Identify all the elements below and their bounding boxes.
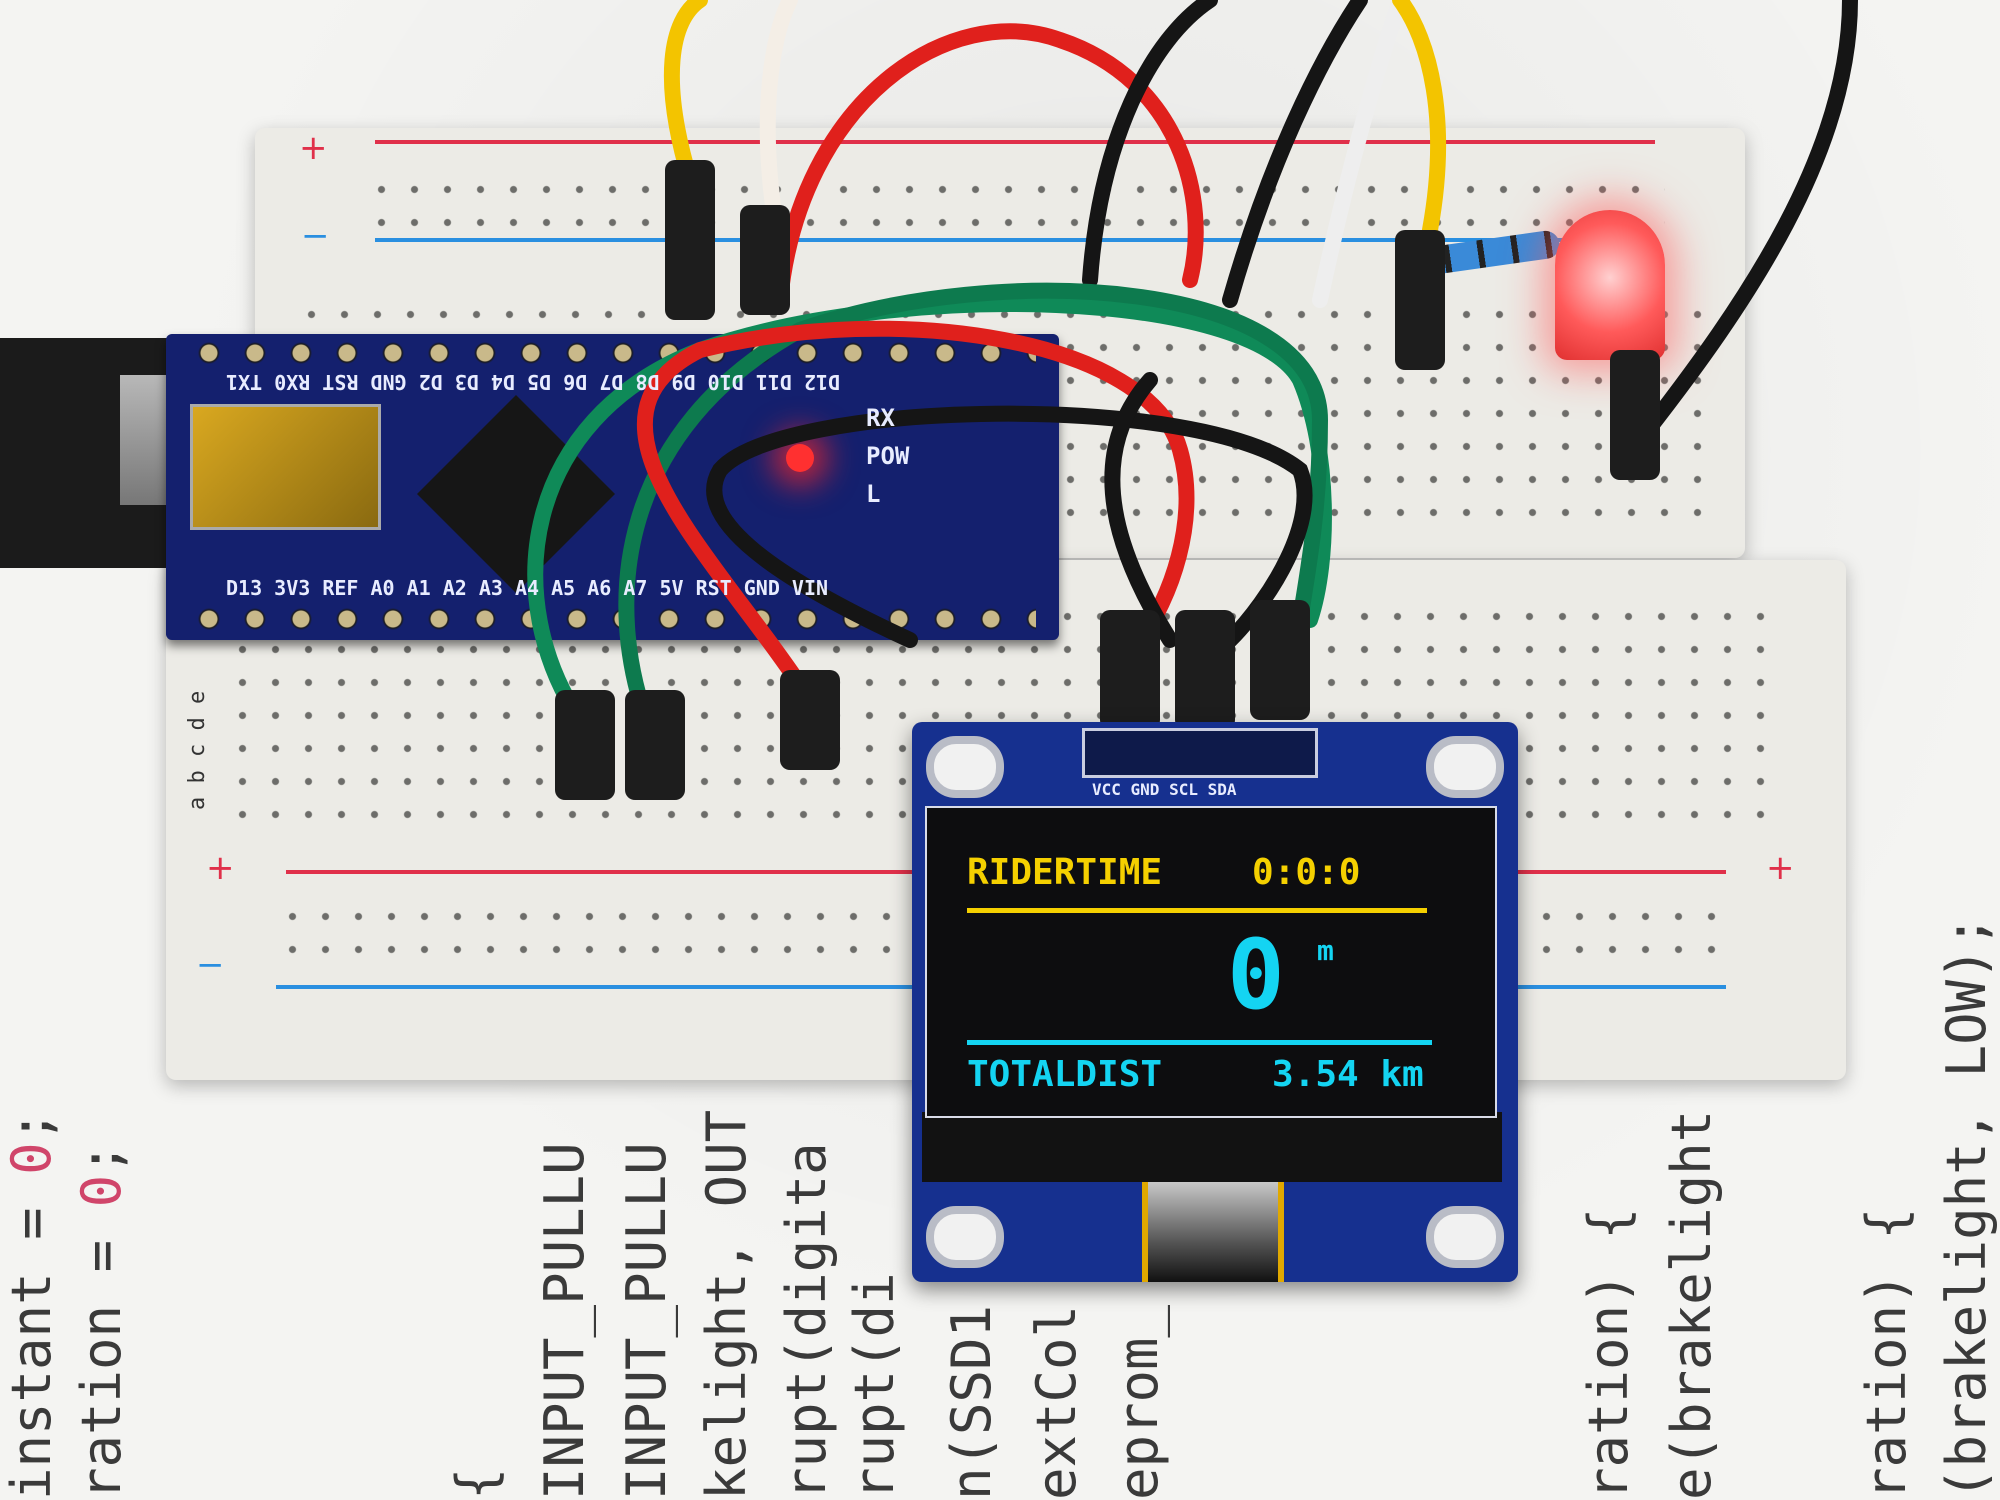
bottom-pin-labels: D13 3V3 REF A0 A1 A2 A3 A4 A5 A6 A7 5V R…: [226, 576, 829, 600]
code-line: (brakelight, LOW);: [1935, 914, 1998, 1500]
mounting-hole: [1426, 1206, 1504, 1268]
code-line: INPUT_PULLU: [615, 1142, 678, 1500]
code-line: rupt(digita: [775, 1142, 838, 1500]
wire-connector: [1100, 610, 1160, 730]
wire-connector: [665, 160, 715, 320]
wire-black: [706, 405, 1313, 648]
power-led-glow: [786, 444, 814, 472]
top-pin-row: [186, 338, 1036, 368]
yellow-divider: [967, 908, 1427, 913]
code-line: ration = 0;: [70, 1142, 133, 1500]
wire-connector: [1610, 350, 1660, 480]
minus-label: −: [196, 945, 225, 985]
header-pin-labels: VCC GND SCL SDA: [1092, 780, 1237, 799]
wire-black: [1104, 372, 1178, 648]
current-distance-value: 0: [1227, 919, 1285, 1031]
wire-black: [1632, 0, 1858, 448]
wire-yellow: [663, 0, 708, 188]
mounting-hole: [1426, 736, 1504, 798]
wire-connector: [740, 205, 790, 315]
wire-white: [1312, 0, 1408, 308]
cyan-divider: [967, 1040, 1432, 1045]
mini-usb-connector: [190, 404, 381, 530]
plus-label: +: [299, 128, 328, 168]
code-line: rupt(di: [843, 1272, 906, 1500]
wire-connector: [555, 690, 615, 800]
minus-label: −: [301, 216, 330, 256]
code-line: instant = 0;: [0, 1109, 63, 1500]
rx-label: RX: [866, 404, 895, 432]
code-line: INPUT_PULLU: [533, 1142, 596, 1500]
arduino-nano: D12 D11 D10 D9 D8 D7 D6 D5 D4 D3 D2 GND …: [166, 334, 1059, 640]
header-pins: [1082, 728, 1318, 778]
rail-holes: [365, 173, 1665, 239]
ridertime-label: RIDERTIME: [967, 852, 1163, 893]
wire-green: [618, 282, 1329, 738]
current-distance-unit: m: [1317, 934, 1334, 967]
code-line: ration) {: [1855, 1207, 1918, 1500]
l-label: L: [866, 480, 881, 508]
wire-connector: [625, 690, 685, 800]
wire-red: [636, 320, 1195, 708]
plus-label: +: [1766, 848, 1795, 888]
wire-connector: [1175, 610, 1235, 730]
red-led: [1555, 210, 1665, 360]
wire-connector: [780, 670, 840, 770]
code-line: n(SSD1: [940, 1304, 1003, 1500]
code-line: e(brakelight: [1660, 1109, 1723, 1500]
wire-white: [759, 0, 798, 228]
plus-label: +: [206, 848, 235, 888]
code-line: {: [445, 1467, 508, 1500]
code-line: kelight, OUT: [695, 1109, 758, 1500]
pow-label: POW: [866, 442, 910, 470]
wire-connector: [1395, 230, 1445, 370]
display-glass-edge: [922, 1112, 1502, 1182]
totaldist-label: TOTALDIST: [967, 1054, 1163, 1095]
wire-black: [1082, 0, 1218, 288]
code-line: eprom_: [1107, 1304, 1170, 1500]
top-pin-labels: D12 D11 D10 D9 D8 D7 D6 D5 D4 D3 D2 GND …: [226, 370, 841, 394]
ridertime-value: 0:0:0: [1252, 852, 1361, 893]
totaldist-value: 3.54 km: [1272, 1054, 1424, 1095]
oled-screen: RIDERTIME 0:0:0 0 m TOTALDIST 3.54 km: [925, 806, 1497, 1118]
wire-connector: [1250, 600, 1310, 720]
wire-yellow: [1392, 0, 1446, 238]
power-rail-blue: [375, 238, 1655, 242]
power-rail-red: [375, 140, 1655, 144]
wire-red: [772, 23, 1204, 308]
mounting-hole: [926, 1206, 1004, 1268]
wire-black: [1222, 0, 1368, 308]
mounting-hole: [926, 736, 1004, 798]
code-line: ration) {: [1577, 1207, 1640, 1500]
code-line: extCol: [1025, 1304, 1088, 1500]
ribbon-cable: [1142, 1182, 1284, 1282]
